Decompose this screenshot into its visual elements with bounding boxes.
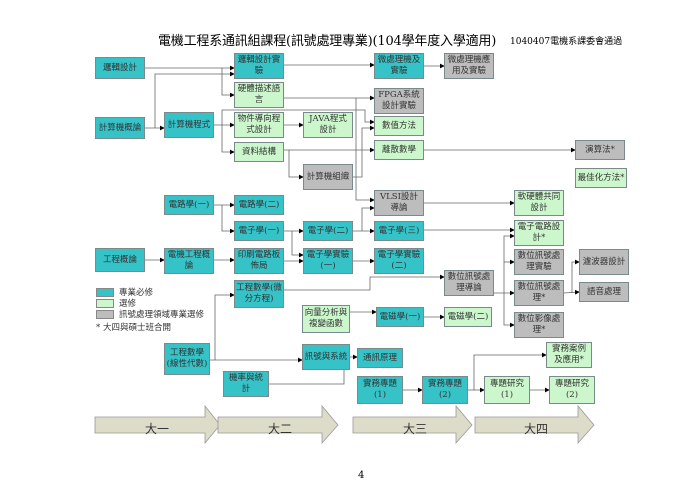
course-circuit-1: 電路學(一) (164, 195, 214, 215)
year-label-3: 大三 (403, 422, 428, 436)
course-dsp: 數位訊號處理* (514, 280, 564, 306)
course-signals-systems: 訊號與系統 (302, 344, 350, 370)
course-image-processing: 數位影像處理* (514, 312, 564, 338)
legend-label: 訊號處理領域專業選修 (119, 310, 205, 320)
course-java: JAVA程式設計 (303, 112, 353, 138)
course-speech-processing: 語音處理 (579, 282, 629, 302)
course-hdl: 硬體描述語言 (234, 82, 284, 108)
course-programming: 計算機程式 (164, 112, 214, 138)
approval-note: 1040407電機系課委會通過 (510, 37, 623, 47)
course-optimization: 最佳化方法* (575, 168, 627, 188)
page-title: 電機工程系通訊組課程(訊號處理專業)(104學年度入學適用) (158, 34, 497, 49)
course-algorithms: 演算法* (575, 140, 625, 160)
course-project-2: 實務專題(2) (422, 376, 468, 404)
course-microprocessor: 微處理機及實驗 (374, 53, 424, 79)
course-fpga: FPGA系統設計實驗 (374, 88, 424, 114)
course-engineering-intro: 工程概論 (95, 248, 145, 272)
course-circuit-2: 電路學(二) (234, 195, 284, 215)
course-communication: 通訊原理 (357, 348, 403, 368)
year-arrow-3 (352, 404, 473, 445)
legend-label: 專業必修 (119, 288, 154, 298)
page-number: 4 (358, 470, 365, 481)
course-electronics-lab-2: 電子學實驗(二) (374, 248, 424, 274)
course-pcb-layout: 印刷電路板佈局 (234, 248, 284, 274)
course-project-1: 實務專題(1) (357, 376, 403, 404)
course-discrete-math: 離散數學 (374, 140, 424, 160)
course-intro-cs: 計算機概論 (95, 117, 145, 139)
course-research-1: 專題研究(1) (484, 376, 530, 404)
course-electronics-3: 電子學(三) (374, 221, 424, 241)
legend-domain-elective: 訊號處理領域專業選修 (96, 308, 204, 320)
course-numerical-methods: 數值方法 (374, 116, 424, 136)
legend-note: * 大四與碩士班合開 (96, 323, 171, 333)
legend-swatch-required (96, 287, 114, 297)
legend-swatch-elective (96, 298, 114, 308)
legend-swatch-domain (96, 309, 114, 319)
course-dsp-intro: 數位訊號處理導論 (444, 270, 494, 296)
legend-elective: 選修 (96, 297, 136, 309)
year-arrow-4 (474, 404, 595, 445)
course-computer-organization: 計算機組織 (303, 164, 353, 190)
course-electronics-1: 電子學(一) (234, 221, 284, 241)
course-logic-lab: 邏輯設計實驗 (234, 53, 284, 79)
course-eng-math-de: 工程數學(微分方程) (234, 280, 284, 308)
course-practice-case: 實務案例及應用* (546, 342, 592, 368)
course-microprocessor-app: 微處理機應用及實驗 (444, 53, 494, 79)
course-ee-intro: 電機工程概論 (164, 248, 214, 274)
course-vector-complex: 向量分析與複變函數 (302, 305, 350, 333)
year-label-4: 大四 (524, 422, 549, 436)
year-label-2: 大二 (268, 422, 293, 436)
course-em-1: 電磁學(一) (376, 307, 424, 327)
course-vlsi: VLSI設計導論 (374, 190, 424, 216)
year-arrow-2 (217, 404, 339, 445)
course-electronic-circuit-design: 電子電路設計* (514, 220, 564, 246)
course-electronics-lab-1: 電子學實驗(一) (303, 248, 353, 274)
course-filter-design: 濾波器設計 (579, 249, 629, 275)
year-label-1: 大一 (145, 422, 170, 436)
course-em-2: 電磁學(二) (444, 307, 492, 327)
course-probability: 機率與統計 (223, 371, 269, 397)
course-research-2: 專題研究(2) (549, 376, 595, 404)
course-codesign: 軟硬體共同設計 (514, 190, 564, 216)
year-arrow-1 (94, 404, 221, 445)
course-data-structures: 資料結構 (234, 142, 284, 162)
course-eng-math-la: 工程數學(線性代數) (164, 343, 210, 375)
legend-required: 專業必修 (96, 286, 153, 298)
legend-label: 選修 (119, 299, 137, 309)
course-logic-design: 邏輯設計 (95, 57, 145, 79)
course-oop: 物件導向程式設計 (234, 112, 284, 138)
course-electronics-2: 電子學(二) (303, 221, 353, 241)
course-dsp-lab: 數位訊號處理實驗 (514, 249, 564, 275)
